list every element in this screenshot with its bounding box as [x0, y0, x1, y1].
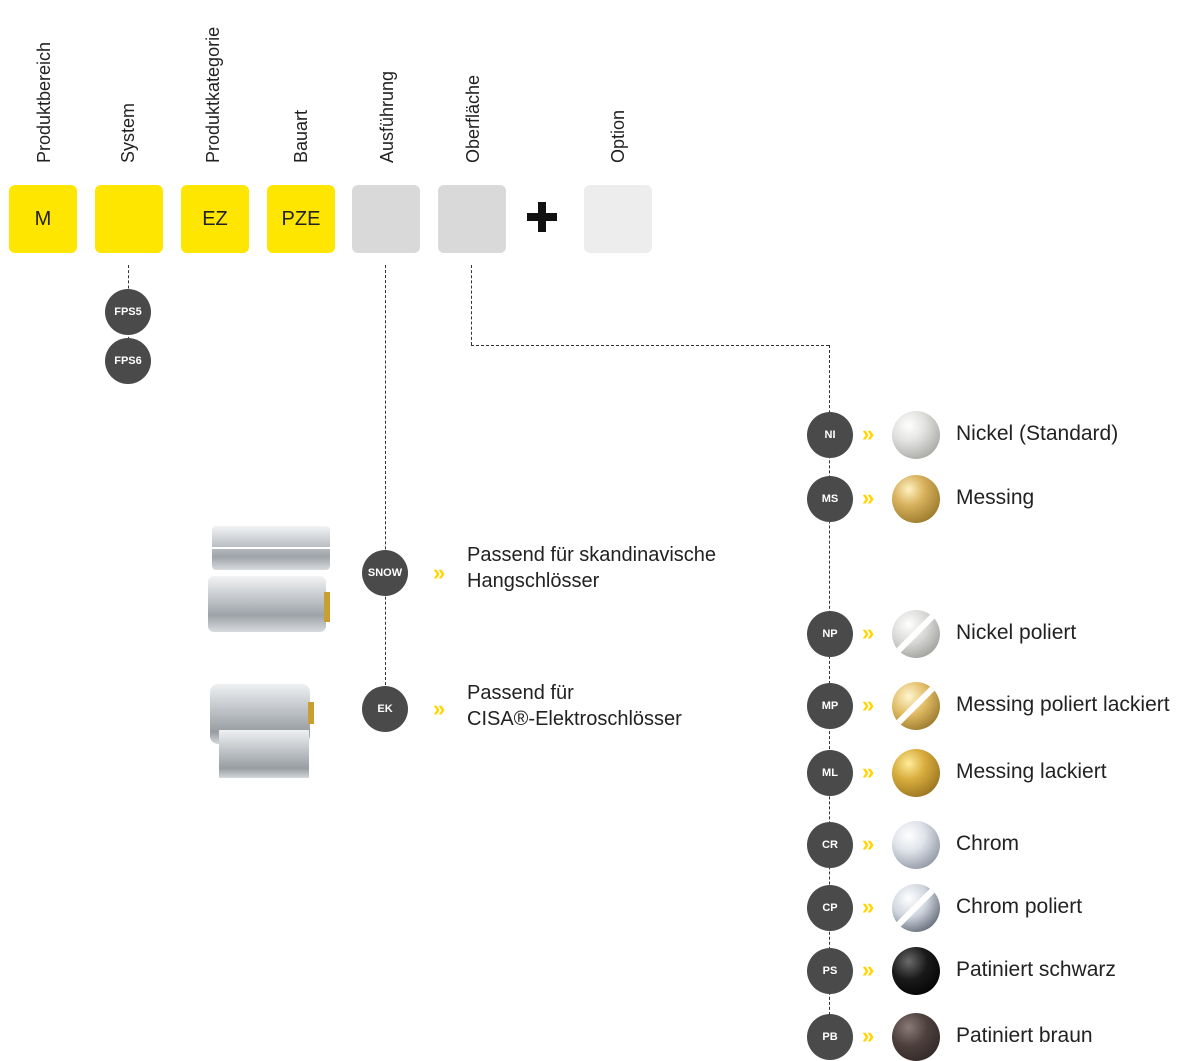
surface-label-ps: Patiniert schwarz [956, 958, 1116, 981]
double-chevron-right-icon: » [433, 696, 445, 721]
surface-code-ni[interactable]: NI [807, 412, 853, 458]
surface-code-np[interactable]: NP [807, 611, 853, 657]
surface-label-ml: Messing lackiert [956, 760, 1107, 783]
swatch-split [892, 610, 940, 657]
system-option-fps5[interactable]: FPS5 [105, 289, 151, 335]
surface-swatch-np [892, 610, 940, 658]
ausfuehrung-desc-ek: Passend für CISA®-Elektroschlösser [467, 680, 682, 732]
surface-code-ml[interactable]: ML [807, 750, 853, 796]
surface-code-pb[interactable]: PB [807, 1014, 853, 1060]
surface-swatch-ni [892, 411, 940, 459]
surface-code-ms[interactable]: MS [807, 476, 853, 522]
box-bauart[interactable]: PZE [267, 185, 335, 253]
surface-label-np: Nickel poliert [956, 621, 1077, 644]
surface-label-cp: Chrom poliert [956, 895, 1083, 918]
ausfuehrung-option-snow[interactable]: SNOW [362, 550, 408, 596]
double-chevron-right-icon: » [862, 759, 874, 784]
surface-label-ms: Messing [956, 486, 1035, 509]
ausfuehrung-desc-ek-line1: Passend für [467, 682, 574, 704]
double-chevron-right-icon: » [862, 692, 874, 717]
surface-swatch-pb [892, 1013, 940, 1061]
box-produktbereich[interactable]: M [9, 185, 77, 253]
double-chevron-right-icon: » [862, 831, 874, 856]
ausfuehrung-desc-snow-line1: Passend für skandinavische [467, 544, 717, 566]
header-produktkategorie: Produktkategorie [203, 26, 223, 163]
surface-code-mp[interactable]: MP [807, 683, 853, 729]
surface-code-cp[interactable]: CP [807, 885, 853, 931]
double-chevron-right-icon: » [862, 1023, 874, 1048]
surface-label-mp: Messing poliert lackiert [956, 693, 1170, 716]
box-system[interactable] [95, 185, 163, 253]
surface-swatch-mp [892, 682, 940, 730]
surface-swatch-ml [892, 749, 940, 797]
box-oberflaeche[interactable] [438, 185, 506, 253]
double-chevron-right-icon: » [862, 894, 874, 919]
surface-swatch-cr [892, 821, 940, 869]
oberflaeche-connector-horizontal [471, 345, 829, 346]
ausfuehrung-option-ek[interactable]: EK [362, 686, 408, 732]
ausfuehrung-desc-snow-line2: Hangschlösser [467, 570, 600, 592]
oberflaeche-connector-drop [471, 265, 472, 345]
surface-code-cr[interactable]: CR [807, 822, 853, 868]
snow-cylinder-image [208, 526, 330, 632]
double-chevron-right-icon: » [433, 560, 445, 585]
box-produktkategorie[interactable]: EZ [181, 185, 249, 253]
double-chevron-right-icon: » [862, 957, 874, 982]
header-option: Option [608, 109, 628, 163]
header-bauart: Bauart [291, 109, 311, 163]
box-ausfuehrung[interactable] [352, 185, 420, 253]
surface-label-ni: Nickel (Standard) [956, 422, 1119, 445]
double-chevron-right-icon: » [862, 421, 874, 446]
surface-swatch-ps [892, 947, 940, 995]
ausfuehrung-desc-snow: Passend für skandinavische Hangschlösser [467, 542, 716, 594]
surface-code-ps[interactable]: PS [807, 948, 853, 994]
header-oberflaeche: Oberfläche [463, 74, 483, 163]
ausfuehrung-desc-ek-line2: CISA®-Elektroschlösser [467, 708, 682, 730]
box-option[interactable] [584, 185, 652, 253]
swatch-split [892, 884, 940, 931]
header-system: System [118, 102, 138, 163]
swatch-split [892, 682, 940, 729]
surface-swatch-cp [892, 884, 940, 932]
system-option-fps6[interactable]: FPS6 [105, 338, 151, 384]
plus-icon [527, 202, 557, 232]
ek-cylinder-image [210, 684, 314, 778]
surface-swatch-ms [892, 475, 940, 523]
double-chevron-right-icon: » [862, 485, 874, 510]
header-produktbereich: Produktbereich [34, 41, 54, 163]
header-ausfuehrung: Ausführung [377, 70, 397, 163]
surface-label-pb: Patiniert braun [956, 1024, 1093, 1047]
double-chevron-right-icon: » [862, 620, 874, 645]
surface-label-cr: Chrom [956, 832, 1020, 855]
ausfuehrung-connector-line [385, 265, 386, 685]
